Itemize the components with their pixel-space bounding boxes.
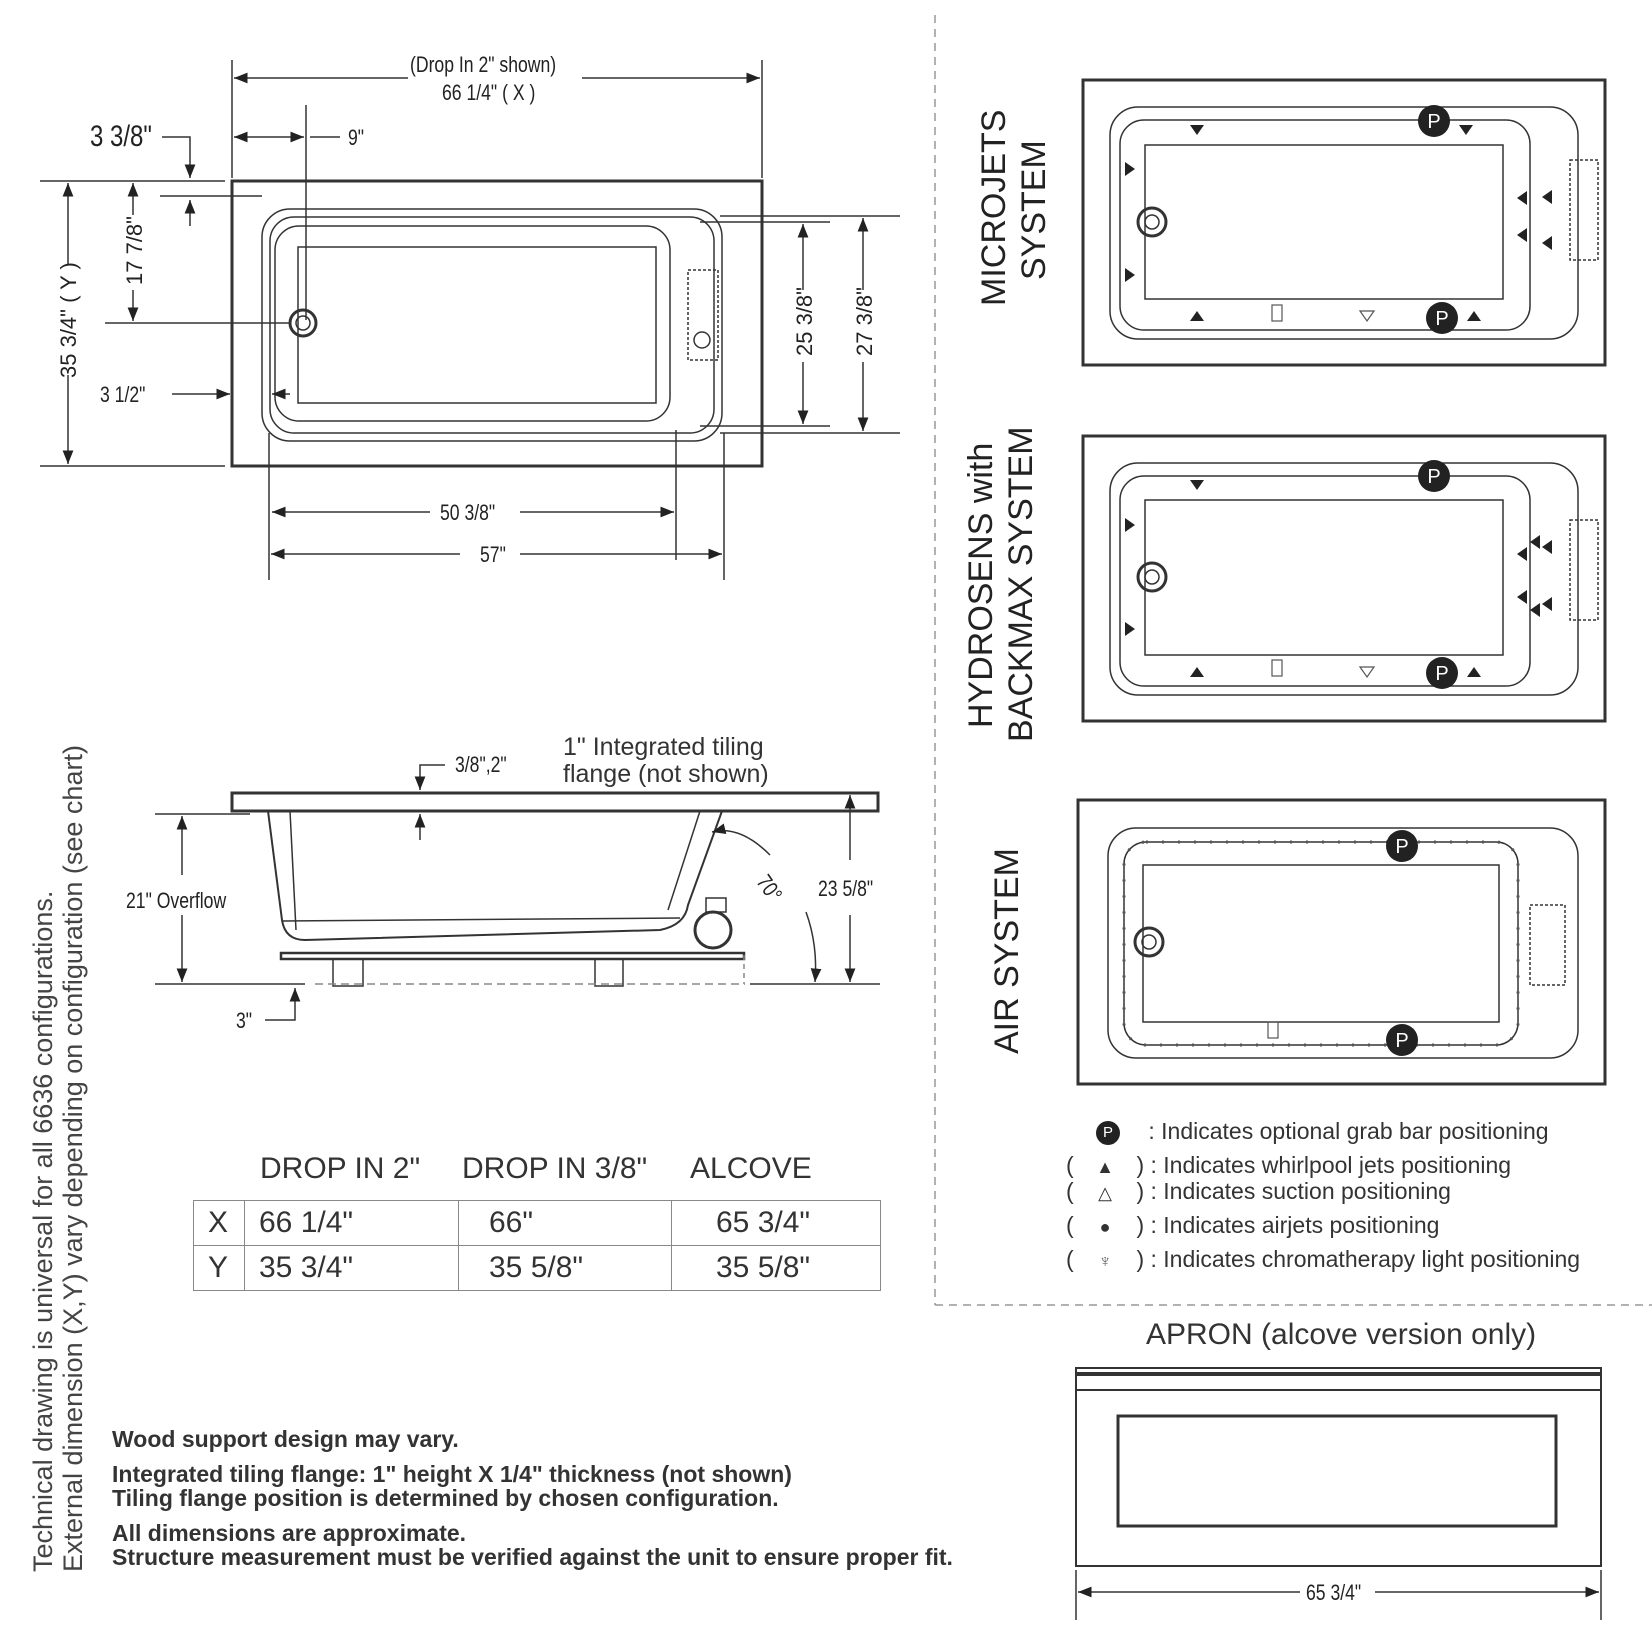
legend-text: : Indicates chromatherapy light position… <box>1150 1246 1581 1272</box>
system-title-air: AIR SYSTEM <box>988 848 1026 1054</box>
note-tiling-flange: Integrated tiling flange: 1" height X 1/… <box>112 1461 792 1487</box>
config-table: X 66 1/4" 66" 65 3/4" Y 35 3/4" 35 5/8" … <box>193 1200 881 1291</box>
note-flange-position: Tiling flange position is determined by … <box>112 1485 779 1511</box>
table-header-alcove: ALCOVE <box>690 1152 812 1185</box>
legend-text: : Indicates optional grab bar positionin… <box>1148 1118 1549 1144</box>
system-title-hydrosens-2: BACKMAX SYSTEM <box>1002 426 1040 742</box>
plan-drain-offset-x: 9" <box>348 125 365 150</box>
apron-length: 65 3/4" <box>1306 1580 1362 1605</box>
table-header-drop-in-3-8: DROP IN 3/8" <box>462 1152 648 1185</box>
note-wood-support: Wood support design may vary. <box>112 1426 459 1452</box>
svg-text:P: P <box>1395 836 1408 858</box>
note-approximate: All dimensions are approximate. <box>112 1520 467 1546</box>
cell: 66" <box>458 1200 672 1246</box>
whirlpool-jet-icon: ▲ <box>1096 1157 1114 1177</box>
svg-text:P: P <box>1427 111 1440 133</box>
plan-drain-offset-y: 17 7/8" <box>122 216 147 285</box>
side-tiling-note-2: flange (not shown) <box>563 760 769 788</box>
plan-top-offset: 3 3/8" <box>90 120 152 153</box>
cell: 35 5/8" <box>458 1245 672 1291</box>
cell: 35 5/8" <box>671 1245 881 1291</box>
plan-outer-length: 57" <box>480 542 506 567</box>
svg-text:P: P <box>1395 1030 1408 1052</box>
row-label: X <box>193 1200 245 1246</box>
legend-item-whirlpool: ( ▲ ) : Indicates whirlpool jets positio… <box>1066 1152 1512 1178</box>
system-title-hydrosens-1: HYDROSENS with <box>962 442 1000 728</box>
plan-caption: (Drop In 2" shown) <box>410 52 557 77</box>
apron-title: APRON (alcove version only) <box>1146 1318 1537 1351</box>
table-row: Y 35 3/4" 35 5/8" 35 5/8" <box>193 1245 881 1291</box>
row-label: Y <box>193 1245 245 1291</box>
svg-text:P: P <box>1435 308 1448 330</box>
cell: 66 1/4" <box>244 1200 459 1246</box>
svg-text:P: P <box>1435 663 1448 685</box>
side-total-height: 23 5/8" <box>818 876 874 901</box>
legend-item-airjets: ( ● ) : Indicates airjets positioning <box>1066 1212 1440 1238</box>
note-verify-measurement: Structure measurement must be verified a… <box>112 1544 953 1570</box>
side-base-offset: 3" <box>236 1008 253 1033</box>
legend-item-suction: ( △ ) : Indicates suction positioning <box>1066 1178 1451 1204</box>
plan-outer-width: 27 3/8" <box>852 287 877 356</box>
suction-icon: △ <box>1098 1183 1112 1203</box>
svg-text:P: P <box>1427 466 1440 488</box>
plan-side-offset: 3 1/2" <box>100 382 146 407</box>
system-title-microjets-1: MICROJETS <box>975 109 1013 306</box>
legend-text: : Indicates airjets positioning <box>1150 1212 1440 1238</box>
side-flange-note: 3/8",2" <box>455 752 507 777</box>
plan-overall-length: 66 1/4" ( X ) <box>442 80 536 105</box>
airjet-icon: ● <box>1099 1217 1111 1237</box>
side-note-line2: External dimension (X,Y) vary depending … <box>58 745 88 1572</box>
plan-inner-length: 50 3/8" <box>440 500 496 525</box>
plan-inner-width: 25 3/8" <box>792 287 817 356</box>
legend-item-chromatherapy: ( ♆ ) : Indicates chromatherapy light po… <box>1066 1246 1581 1272</box>
chromatherapy-light-icon: ♆ <box>1098 1251 1112 1271</box>
side-note-line1: Technical drawing is universal for all 6… <box>28 890 58 1572</box>
legend-item-grab-bar: P : Indicates optional grab bar position… <box>1096 1118 1549 1145</box>
plan-overall-width: 35 3/4" ( Y ) <box>56 262 81 378</box>
cell: 35 3/4" <box>244 1245 459 1291</box>
system-title-microjets-2: SYSTEM <box>1015 140 1053 280</box>
legend-text: : Indicates whirlpool jets positioning <box>1150 1152 1512 1178</box>
table-row: X 66 1/4" 66" 65 3/4" <box>193 1200 881 1246</box>
cell: 65 3/4" <box>671 1200 881 1246</box>
legend-text: : Indicates suction positioning <box>1150 1178 1451 1204</box>
side-tiling-note-1: 1" Integrated tiling <box>563 733 764 761</box>
table-header-drop-in-2: DROP IN 2" <box>260 1152 421 1185</box>
side-overflow: 21" Overflow <box>126 888 227 913</box>
grab-bar-icon: P <box>1096 1120 1120 1145</box>
